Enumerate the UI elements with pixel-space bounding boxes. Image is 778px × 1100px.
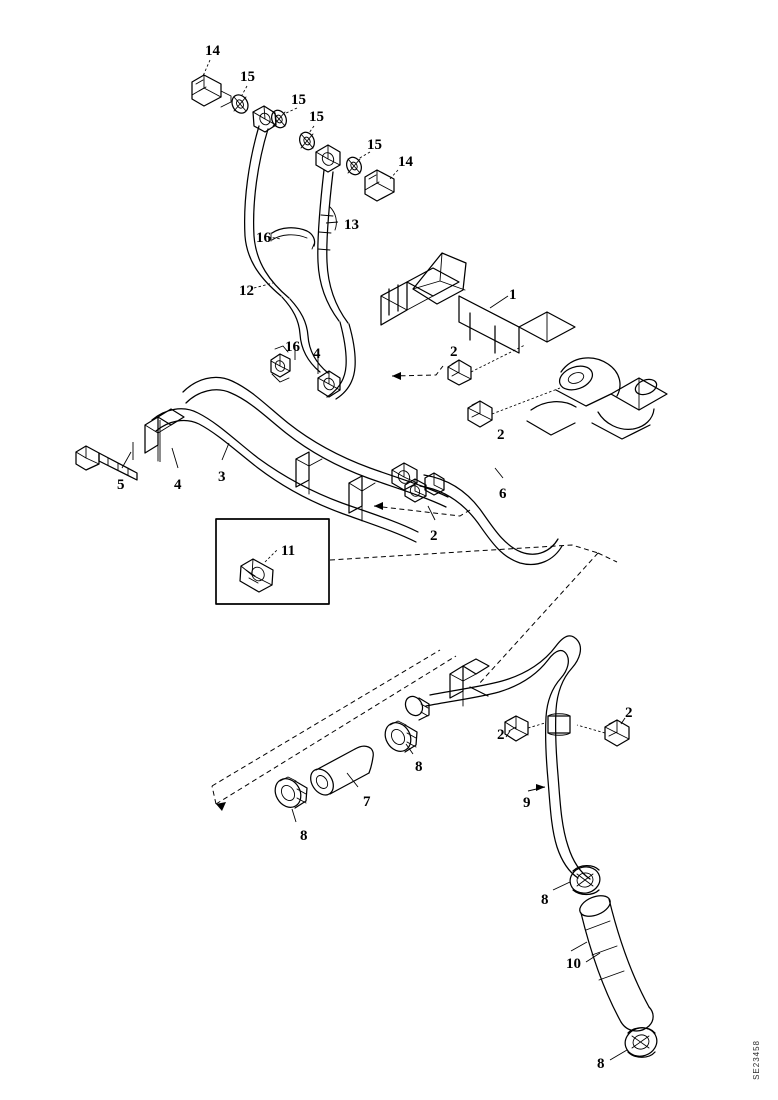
callout-15-a: 15	[240, 69, 255, 85]
center-junction-cluster	[391, 462, 445, 503]
part-2-bolt-c	[504, 715, 529, 742]
callout-8-c: 8	[541, 892, 549, 908]
hose-clamp-block-center	[295, 451, 323, 495]
callout-1: 1	[509, 287, 517, 303]
callout-16-upper: 16	[256, 230, 271, 246]
callout-8-a: 8	[415, 759, 423, 775]
part-8-clamp-d	[624, 1027, 658, 1058]
tube-13-clip	[329, 206, 337, 231]
part-6-hose	[419, 474, 563, 566]
part-8-clamp-a	[274, 776, 308, 809]
part-15-washer-c	[299, 131, 315, 151]
part-2-bolt-a	[447, 359, 472, 386]
callout-9: 9	[523, 795, 531, 811]
part-12-hose	[281, 296, 329, 374]
callout-12: 12	[239, 283, 254, 299]
callout-14-top: 14	[205, 43, 220, 59]
hose-clamp-block-center-2	[348, 475, 376, 522]
part-7-hose	[310, 745, 374, 796]
tube-13-right-elbow	[315, 144, 341, 173]
callout-16-lower: 16	[285, 339, 300, 355]
callout-15-c: 15	[309, 109, 324, 125]
part-13-tube-assembly	[244, 125, 349, 324]
callout-3: 3	[218, 469, 226, 485]
assembly-reference-parallelogram	[211, 544, 618, 811]
callout-8-b: 8	[300, 828, 308, 844]
part-14-right-plug	[364, 169, 395, 202]
callout-8-d: 8	[597, 1056, 605, 1072]
callout-2-e: 2	[497, 727, 505, 743]
callout-13-upper: 13	[344, 217, 359, 233]
callout-2-a: 2	[450, 344, 458, 360]
tube-13-left-elbow	[252, 105, 277, 133]
part-14-left-plug	[191, 74, 232, 108]
callout-15-d: 15	[367, 137, 382, 153]
part-4-hose-lower	[151, 408, 419, 543]
part-16-clamp-lower	[270, 345, 291, 383]
callout-2-b: 2	[497, 427, 505, 443]
part-8-clamp-c	[569, 865, 601, 896]
hose-9-clamp-ring	[547, 713, 571, 736]
part-15-washer-d	[346, 156, 362, 176]
part-15-washer-a	[231, 94, 249, 114]
part-16-clamp-upper	[270, 227, 316, 250]
callout-4-upper: 4	[313, 346, 321, 362]
assembly-reference-lines-upper	[373, 365, 471, 517]
callout-11: 11	[281, 543, 296, 559]
part-5-bolt	[75, 445, 138, 481]
part-15-washer-b	[271, 109, 287, 129]
callout-5: 5	[117, 477, 125, 493]
drawing-code-watermark: SE23458	[752, 1040, 761, 1080]
callout-10: 10	[566, 956, 581, 972]
part-10-tube	[579, 895, 654, 1032]
callout-4-lower: 4	[174, 477, 182, 493]
part-2-bolt-d	[604, 719, 630, 747]
callout-7: 7	[363, 794, 371, 810]
part-2-bolt-b	[467, 400, 493, 428]
part-4-hose-upper	[326, 321, 356, 400]
callout-2-d: 2	[625, 705, 633, 721]
callout-leaders	[121, 59, 588, 952]
part-4-bracket-left	[144, 408, 185, 462]
hose-9-clamp-left	[404, 695, 430, 721]
hose-9-mount-bracket	[449, 658, 490, 707]
part-9-hose	[425, 635, 591, 880]
callout-15-b: 15	[291, 92, 306, 108]
callout-2-c: 2	[430, 528, 438, 544]
part-4-end-fitting	[317, 370, 341, 398]
callout-14-right: 14	[398, 154, 413, 170]
inset-detail-box	[215, 518, 330, 605]
part-8-clamp-b	[384, 720, 418, 753]
callout-6: 6	[499, 486, 507, 502]
part-1-bracket-assembly	[380, 252, 668, 440]
part-11-clamp	[239, 558, 274, 593]
